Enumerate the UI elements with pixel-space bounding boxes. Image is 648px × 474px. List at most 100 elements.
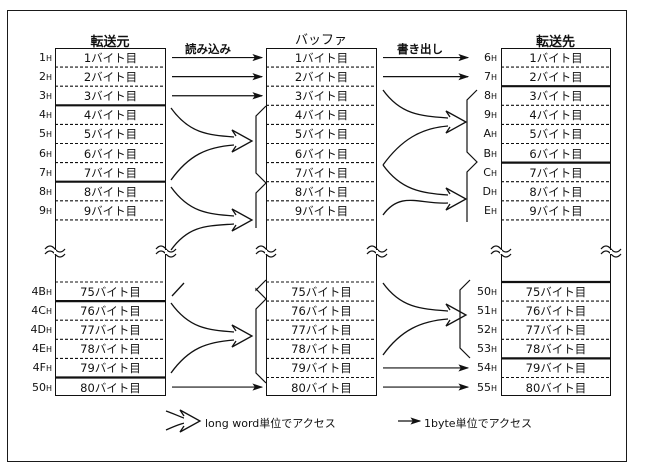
address-value: 6 xyxy=(38,146,46,160)
break-mark-icon xyxy=(44,245,66,253)
source-cell: 77バイト目 xyxy=(80,323,141,338)
source-address: 50H xyxy=(12,378,52,398)
address-value: 4 xyxy=(38,108,46,122)
destination-cell: 9バイト目 xyxy=(529,203,583,218)
source-address: 9H xyxy=(12,201,52,221)
address-hex-suffix: H xyxy=(490,73,497,83)
address-value: 52 xyxy=(476,323,491,337)
long-word-arrow-curve xyxy=(171,282,185,297)
source-address: 1H xyxy=(12,48,52,68)
address-value: 7 xyxy=(483,70,491,84)
source-cell: 7バイト目 xyxy=(83,165,138,180)
source-cell: 75バイト目 xyxy=(80,285,141,299)
buffer-cell: 6バイト目 xyxy=(294,146,349,161)
buffer-cell: 4バイト目 xyxy=(294,108,349,123)
break-mark-icon xyxy=(155,245,177,253)
long-word-arrow-curve xyxy=(170,302,235,333)
diagram-frame xyxy=(7,10,627,462)
long-word-arrow-head-icon xyxy=(179,409,202,433)
source-address: 7H xyxy=(12,163,52,183)
address-hex-suffix: H xyxy=(45,187,52,197)
address-hex-suffix: H xyxy=(490,307,497,317)
buffer-cell: 1バイト目 xyxy=(294,51,349,65)
source-cell: 1バイト目 xyxy=(83,51,138,65)
address-hex-suffix: H xyxy=(45,130,52,140)
destination-address: AH xyxy=(457,124,497,144)
break-mark-icon xyxy=(255,245,277,253)
buffer-title: バッファ xyxy=(294,33,347,48)
address-hex-suffix: H xyxy=(490,149,497,159)
break-gap xyxy=(165,250,167,254)
long-word-arrow-head-icon xyxy=(231,324,254,348)
address-hex-suffix: H xyxy=(45,54,52,63)
source-address: 4CH xyxy=(12,301,52,321)
destination-address: 7H xyxy=(457,67,497,87)
break-gap xyxy=(54,250,56,254)
source-address: 4DH xyxy=(12,320,52,340)
source-address: 2H xyxy=(12,67,52,87)
read-label: 読み込み xyxy=(185,42,231,56)
destination-cell: 79バイト目 xyxy=(525,361,587,376)
source-cell: 80バイト目 xyxy=(80,380,141,395)
buffer-cell: 80バイト目 xyxy=(291,380,352,395)
address-value: 50 xyxy=(476,285,491,298)
long-word-arrow-curve xyxy=(170,223,235,251)
source-cell: 3バイト目 xyxy=(83,89,138,104)
buffer-cell: 75バイト目 xyxy=(291,285,352,299)
source-cell: 79バイト目 xyxy=(80,361,141,376)
address-hex-suffix: H xyxy=(45,307,52,317)
address-value: 6 xyxy=(483,51,491,64)
buffer-cell: 5バイト目 xyxy=(294,127,349,142)
address-value: 4B xyxy=(31,285,46,298)
address-hex-suffix: H xyxy=(490,92,497,102)
destination-title: 転送先 xyxy=(535,35,575,50)
brace-bracket xyxy=(255,105,267,228)
break-mark-icon xyxy=(490,245,512,253)
source-address: 4H xyxy=(12,105,52,125)
long-word-arrow-curve xyxy=(382,164,449,196)
long-word-arrow-curve xyxy=(170,144,235,181)
source-address: 3H xyxy=(12,86,52,106)
address-hex-suffix: H xyxy=(45,206,52,216)
destination-address: 50H xyxy=(457,282,497,302)
address-hex-suffix: H xyxy=(45,326,52,336)
address-hex-suffix: H xyxy=(45,288,52,297)
destination-address: 55H xyxy=(457,378,497,398)
address-hex-suffix: H xyxy=(45,92,52,102)
destination-address: 51H xyxy=(457,301,497,321)
address-value: 1 xyxy=(38,51,46,64)
break-gap xyxy=(265,250,267,254)
address-value: 9 xyxy=(483,108,491,122)
long-word-arrow-curve xyxy=(382,199,449,216)
source-address: 4EH xyxy=(12,339,52,359)
source-cell: 8バイト目 xyxy=(83,184,138,199)
destination-cell: 4バイト目 xyxy=(529,108,583,123)
address-hex-suffix: H xyxy=(490,187,497,197)
address-value: 8 xyxy=(38,184,46,198)
source-address: 8H xyxy=(12,182,52,202)
long-word-arrow-head-icon xyxy=(231,208,254,232)
source-cell: 4バイト目 xyxy=(83,108,138,123)
brace-bracket xyxy=(466,89,478,222)
buffer-cell: 2バイト目 xyxy=(294,70,349,85)
destination-address: DH xyxy=(457,182,498,202)
source-cell: 5バイト目 xyxy=(83,127,138,142)
address-value: 54 xyxy=(476,361,491,375)
break-gap xyxy=(610,250,612,254)
source-cell: 2バイト目 xyxy=(83,70,138,85)
brace-bracket xyxy=(459,279,471,359)
source-title: 転送元 xyxy=(90,35,130,50)
address-hex-suffix: H xyxy=(45,364,52,374)
long-word-arrow-curve xyxy=(382,125,449,166)
address-hex-suffix: H xyxy=(490,383,497,393)
address-hex-suffix: H xyxy=(490,168,497,178)
buffer-cell: 78バイト目 xyxy=(291,342,352,357)
buffer-cell: 79バイト目 xyxy=(291,361,352,376)
break-mark-icon xyxy=(600,245,622,253)
source-cell: 78バイト目 xyxy=(80,342,141,357)
address-value: 53 xyxy=(476,342,491,356)
address-value: B xyxy=(483,146,491,160)
write-label: 書き出し xyxy=(397,42,443,56)
